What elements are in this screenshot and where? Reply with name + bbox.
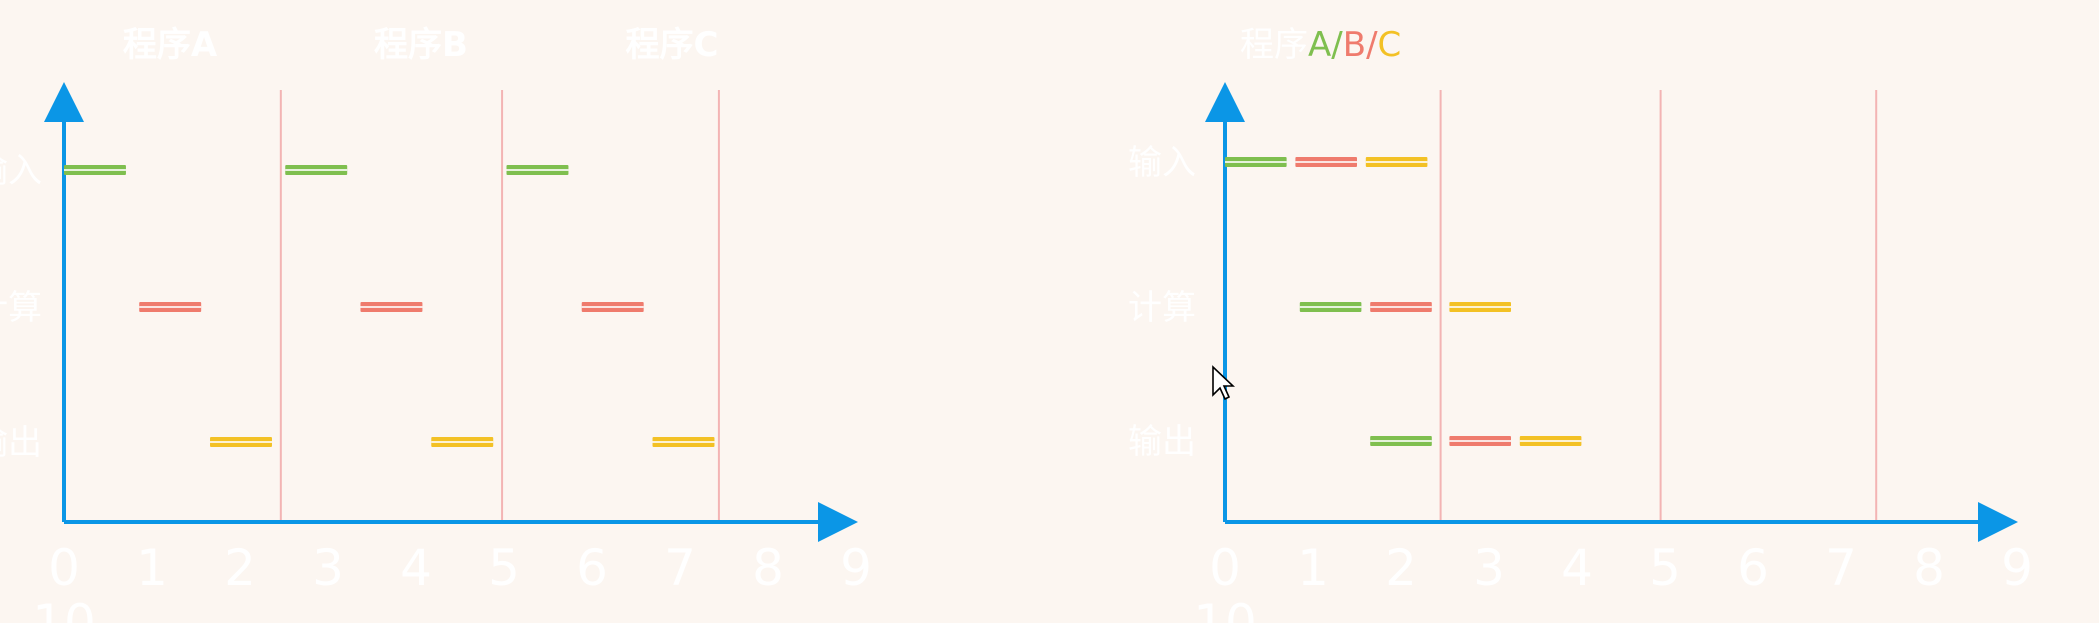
segment-a-6: [506, 165, 569, 175]
segment-b-7: [581, 302, 644, 312]
segment-b-1: [139, 302, 202, 312]
heading-programs-abc: 程序A/B/C: [1240, 25, 1401, 65]
x-tick-9: 9: [2001, 539, 2033, 597]
x-tick-9: 9: [840, 539, 872, 597]
segment-a-6: [1370, 436, 1432, 446]
row-label-2: 输出: [0, 423, 42, 463]
x-tick-3: 3: [1473, 539, 1505, 597]
row-label-0: 输入: [1128, 143, 1196, 183]
segment-a-0: [64, 165, 126, 175]
x-tick-4: 4: [1561, 539, 1593, 597]
segment-a-3: [1299, 302, 1362, 312]
segment-c-2: [210, 437, 272, 447]
x-tick-5: 5: [1649, 539, 1681, 597]
heading-part-heading-c: C: [1378, 25, 1402, 65]
segment-b-4: [360, 302, 423, 312]
x-tick-2: 2: [1385, 539, 1417, 597]
heading-part-heading-sep1: /: [1331, 25, 1343, 65]
segment-c-5: [431, 437, 494, 447]
x-tick-0: 0: [1209, 539, 1241, 597]
segment-b-7: [1449, 436, 1511, 446]
segment-c-8: [1519, 436, 1582, 446]
segment-b-1: [1295, 157, 1357, 167]
segment-c-2: [1365, 157, 1428, 167]
heading-program-b: 程序B: [374, 25, 468, 65]
heading-part-heading-prefix: 程序: [1240, 25, 1308, 65]
segment-a-3: [285, 165, 348, 175]
x-tick-3: 3: [312, 539, 344, 597]
x-tick-6: 6: [1737, 539, 1769, 597]
x-tick-1: 1: [1297, 539, 1329, 597]
row-label-2: 输出: [1128, 422, 1196, 462]
x-tick-0: 0: [48, 539, 80, 597]
x-axis-footer: 10: [32, 594, 96, 623]
row-label-1: 计算: [0, 288, 42, 328]
x-tick-7: 7: [664, 539, 696, 597]
heading-part-heading-sep2: /: [1366, 25, 1378, 65]
row-label-0: 输入: [0, 151, 42, 191]
heading-part-heading-a: A: [1308, 25, 1331, 65]
x-tick-4: 4: [400, 539, 432, 597]
segment-a-0: [1225, 157, 1287, 167]
segment-c-5: [1449, 302, 1511, 312]
row-label-1: 计算: [1128, 288, 1196, 328]
x-tick-5: 5: [488, 539, 520, 597]
x-axis-footer: 10: [1193, 594, 1257, 623]
mouse-pointer-icon: [1212, 365, 1235, 401]
segment-c-8: [652, 437, 715, 447]
heading-part-heading-b: B: [1343, 25, 1366, 65]
x-tick-6: 6: [576, 539, 608, 597]
heading-program-c: 程序C: [626, 25, 719, 65]
heading-program-a: 程序A: [123, 25, 218, 65]
x-tick-8: 8: [1913, 539, 1945, 597]
x-tick-1: 1: [136, 539, 168, 597]
x-tick-7: 7: [1825, 539, 1857, 597]
x-tick-2: 2: [224, 539, 256, 597]
x-tick-8: 8: [752, 539, 784, 597]
segment-b-4: [1370, 302, 1432, 312]
